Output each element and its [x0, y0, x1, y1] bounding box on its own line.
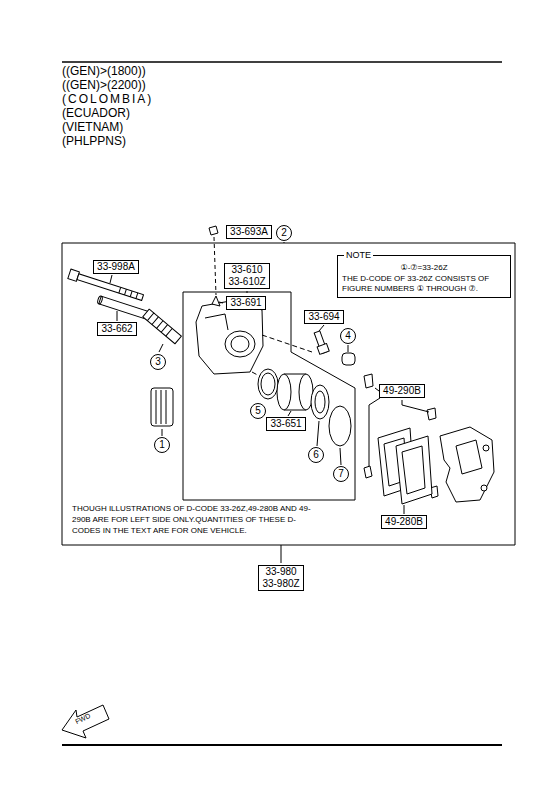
callout-number: 1	[155, 438, 169, 452]
part-number: 33-980Z	[262, 578, 299, 590]
callout-number: 6	[308, 447, 324, 463]
leader-line	[284, 242, 285, 243]
part-number-box: 33-61033-610Z	[224, 263, 269, 289]
part-number-box: 33-693A	[226, 225, 272, 239]
part-number: 49-280B	[385, 516, 423, 528]
leader-line	[281, 545, 282, 563]
part-number-box: 33-694	[304, 310, 343, 324]
dust-boot	[143, 309, 182, 344]
callout-number: 7	[333, 466, 349, 482]
leader-line	[340, 448, 341, 465]
brake-pad	[378, 428, 432, 504]
leader-line	[162, 429, 163, 436]
part-number: 33-691	[230, 297, 261, 309]
part-number: 33-693A	[230, 226, 268, 238]
part-number: 33-610	[228, 264, 265, 276]
note-text: THE D-CODE OF 33-26Z CONSISTS OF FIGURE …	[342, 274, 506, 294]
market-code: (ECUADOR)	[62, 106, 130, 120]
part-number: 33-610Z	[228, 276, 265, 288]
leader-line	[159, 344, 163, 352]
part-number: 33-694	[308, 311, 339, 323]
market-code: (PHLPPNS)	[62, 134, 126, 148]
callout-number: 1	[154, 437, 170, 453]
retaining-ring	[329, 406, 351, 446]
part-number: 33-662	[101, 323, 132, 335]
callout-number: 4	[340, 328, 356, 344]
caliper-frame	[183, 292, 355, 500]
part-number: 33-998A	[97, 261, 135, 273]
callout-number: 6	[309, 448, 323, 462]
callout-number: 5	[250, 403, 266, 419]
market-code: (VIETNAM)	[62, 120, 123, 134]
dashed-axis	[214, 237, 216, 295]
callout-number: 2	[276, 225, 292, 241]
leader-line	[317, 421, 319, 446]
part-number: 33-651	[270, 418, 301, 430]
pad-shim	[151, 388, 173, 426]
bottom-rule	[62, 744, 502, 746]
piston	[277, 374, 313, 410]
leader-line	[288, 411, 291, 416]
leader-line	[110, 275, 112, 283]
callout-number: 3	[151, 355, 165, 369]
model-code: ((GEN)>(2200))	[62, 78, 146, 92]
model-code: ((GEN)>(1800))	[62, 64, 146, 78]
part-number: 33-980	[262, 566, 299, 578]
leader-line	[348, 345, 349, 352]
part-number-box: 33-998A	[93, 260, 139, 274]
bleeder-screw	[312, 330, 329, 354]
note-text: ①-⑦=33-26Z	[342, 263, 506, 273]
market-code: (COLOMBIA)	[62, 92, 153, 106]
top-rule	[62, 61, 502, 63]
note-heading: NOTE	[344, 250, 373, 261]
bleeder-cap	[342, 353, 355, 365]
leader-line	[247, 291, 248, 293]
leader-line	[404, 505, 405, 514]
note-box: NOTE①-⑦=33-26ZTHE D-CODE OF 33-26Z CONSI…	[337, 255, 511, 298]
bleeder-cap	[209, 226, 218, 235]
part-number-box: 33-98033-980Z	[258, 565, 303, 591]
callout-number: 2	[277, 226, 291, 240]
callout-number: 7	[334, 467, 348, 481]
callout-number: 3	[150, 354, 166, 370]
assembly-frame	[62, 243, 515, 545]
part-number-box: 33-651	[266, 417, 305, 431]
leader-line	[117, 311, 118, 321]
piston-boot	[311, 385, 329, 419]
part-number-box: 49-290B	[379, 384, 425, 398]
part-number: 49-290B	[383, 385, 421, 397]
part-number-box: 49-280B	[381, 515, 427, 529]
part-number-box: 33-691	[226, 296, 265, 310]
caliper-bracket	[440, 427, 494, 502]
piston-seal	[258, 369, 278, 399]
footnote: THOUGH ILLUSTRATIONS OF D-CODE 33-26Z,49…	[72, 503, 322, 536]
leader-line	[219, 302, 223, 303]
part-number-box: 33-662	[97, 322, 136, 336]
leader-line	[319, 325, 324, 331]
callout-number: 5	[251, 404, 265, 418]
forward-arrow	[62, 705, 109, 738]
callout-number: 4	[341, 329, 355, 343]
